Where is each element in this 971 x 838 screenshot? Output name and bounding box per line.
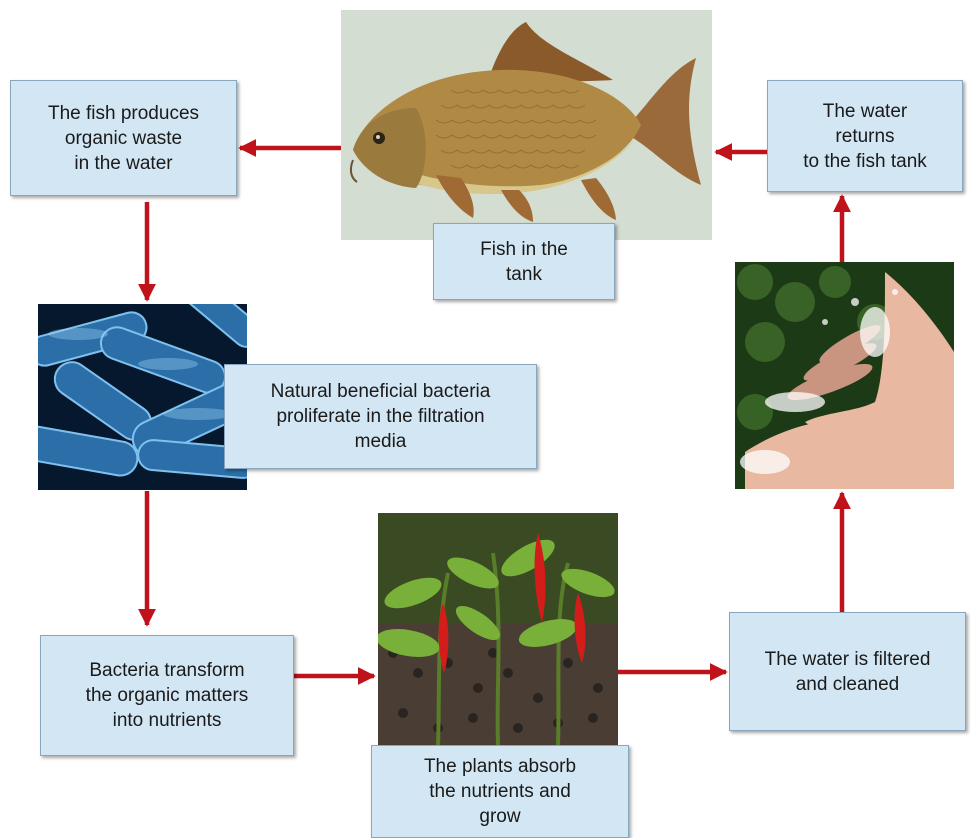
node-returns: The water returns to the fish tank [767,80,963,192]
node-plants: The plants absorb the nutrients and grow [371,745,629,838]
node-bacteria: Natural beneficial bacteria proliferate … [224,364,537,469]
node-fish-waste: The fish produces organic waste in the w… [10,80,237,196]
node-filtered: The water is filtered and cleaned [729,612,966,731]
node-transform: Bacteria transform the organic matters i… [40,635,294,756]
node-fish-tank: Fish in the tank [433,223,615,300]
